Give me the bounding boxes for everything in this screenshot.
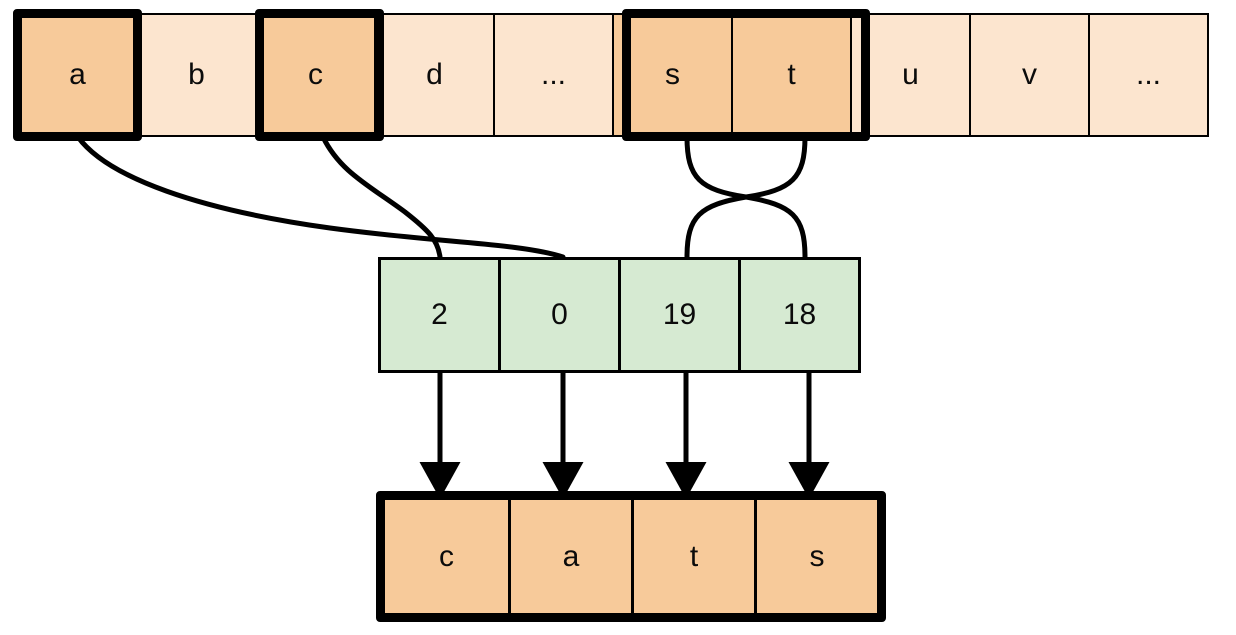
result-cell-s[interactable]: s xyxy=(754,500,877,613)
alphabet-cell-c[interactable]: c xyxy=(255,13,376,137)
index-cell-3[interactable]: 18 xyxy=(738,257,861,373)
alphabet-cell-v[interactable]: v xyxy=(969,13,1090,137)
index-cell-0[interactable]: 2 xyxy=(378,257,501,373)
alphabet-cell-label: c xyxy=(308,58,323,91)
alphabet-cell-label: a xyxy=(69,58,86,91)
alphabet-cell-s[interactable]: s xyxy=(612,13,733,137)
result-cell-c[interactable]: c xyxy=(385,500,508,613)
index-cell-2[interactable]: 19 xyxy=(618,257,741,373)
alphabet-cell-d[interactable]: d xyxy=(374,13,495,137)
alphabet-cell-label: u xyxy=(902,58,919,91)
result-cell-label: c xyxy=(439,539,454,573)
alphabet-row: a b c d ... s t u v ... xyxy=(17,13,1209,137)
curve-c-to-2 xyxy=(320,134,443,260)
index-cell-value: 0 xyxy=(551,298,568,331)
index-cell-value: 2 xyxy=(431,298,448,331)
result-row: c a t s xyxy=(376,491,886,622)
alphabet-cell-b[interactable]: b xyxy=(136,13,257,137)
alphabet-cell-ellipsis-right[interactable]: ... xyxy=(1088,13,1209,137)
curve-s-to-18 xyxy=(684,134,808,260)
result-cell-a[interactable]: a xyxy=(508,500,631,613)
result-cell-label: s xyxy=(809,539,825,573)
alphabet-cell-label: v xyxy=(1022,58,1037,91)
alphabet-cell-label: ... xyxy=(540,58,566,91)
alphabet-cell-label: d xyxy=(426,58,443,91)
index-cell-1[interactable]: 0 xyxy=(498,257,621,373)
result-cell-label: a xyxy=(562,539,580,573)
alphabet-cell-u[interactable]: u xyxy=(850,13,971,137)
curve-a-to-0 xyxy=(75,134,566,260)
alphabet-cell-ellipsis-left[interactable]: ... xyxy=(493,13,614,137)
index-cell-value: 19 xyxy=(662,298,697,331)
alphabet-cell-t[interactable]: t xyxy=(731,13,852,137)
index-row: 2 0 19 18 xyxy=(378,257,861,373)
alphabet-cell-label: b xyxy=(188,58,205,91)
index-cell-value: 18 xyxy=(782,298,817,331)
alphabet-cell-label: t xyxy=(787,58,796,91)
alphabet-cell-label: ... xyxy=(1135,58,1161,91)
result-cell-t[interactable]: t xyxy=(631,500,754,613)
result-cell-label: t xyxy=(689,539,699,573)
curve-t-to-19 xyxy=(684,134,808,260)
alphabet-cell-label: s xyxy=(665,58,680,91)
alphabet-cell-a[interactable]: a xyxy=(17,13,138,137)
